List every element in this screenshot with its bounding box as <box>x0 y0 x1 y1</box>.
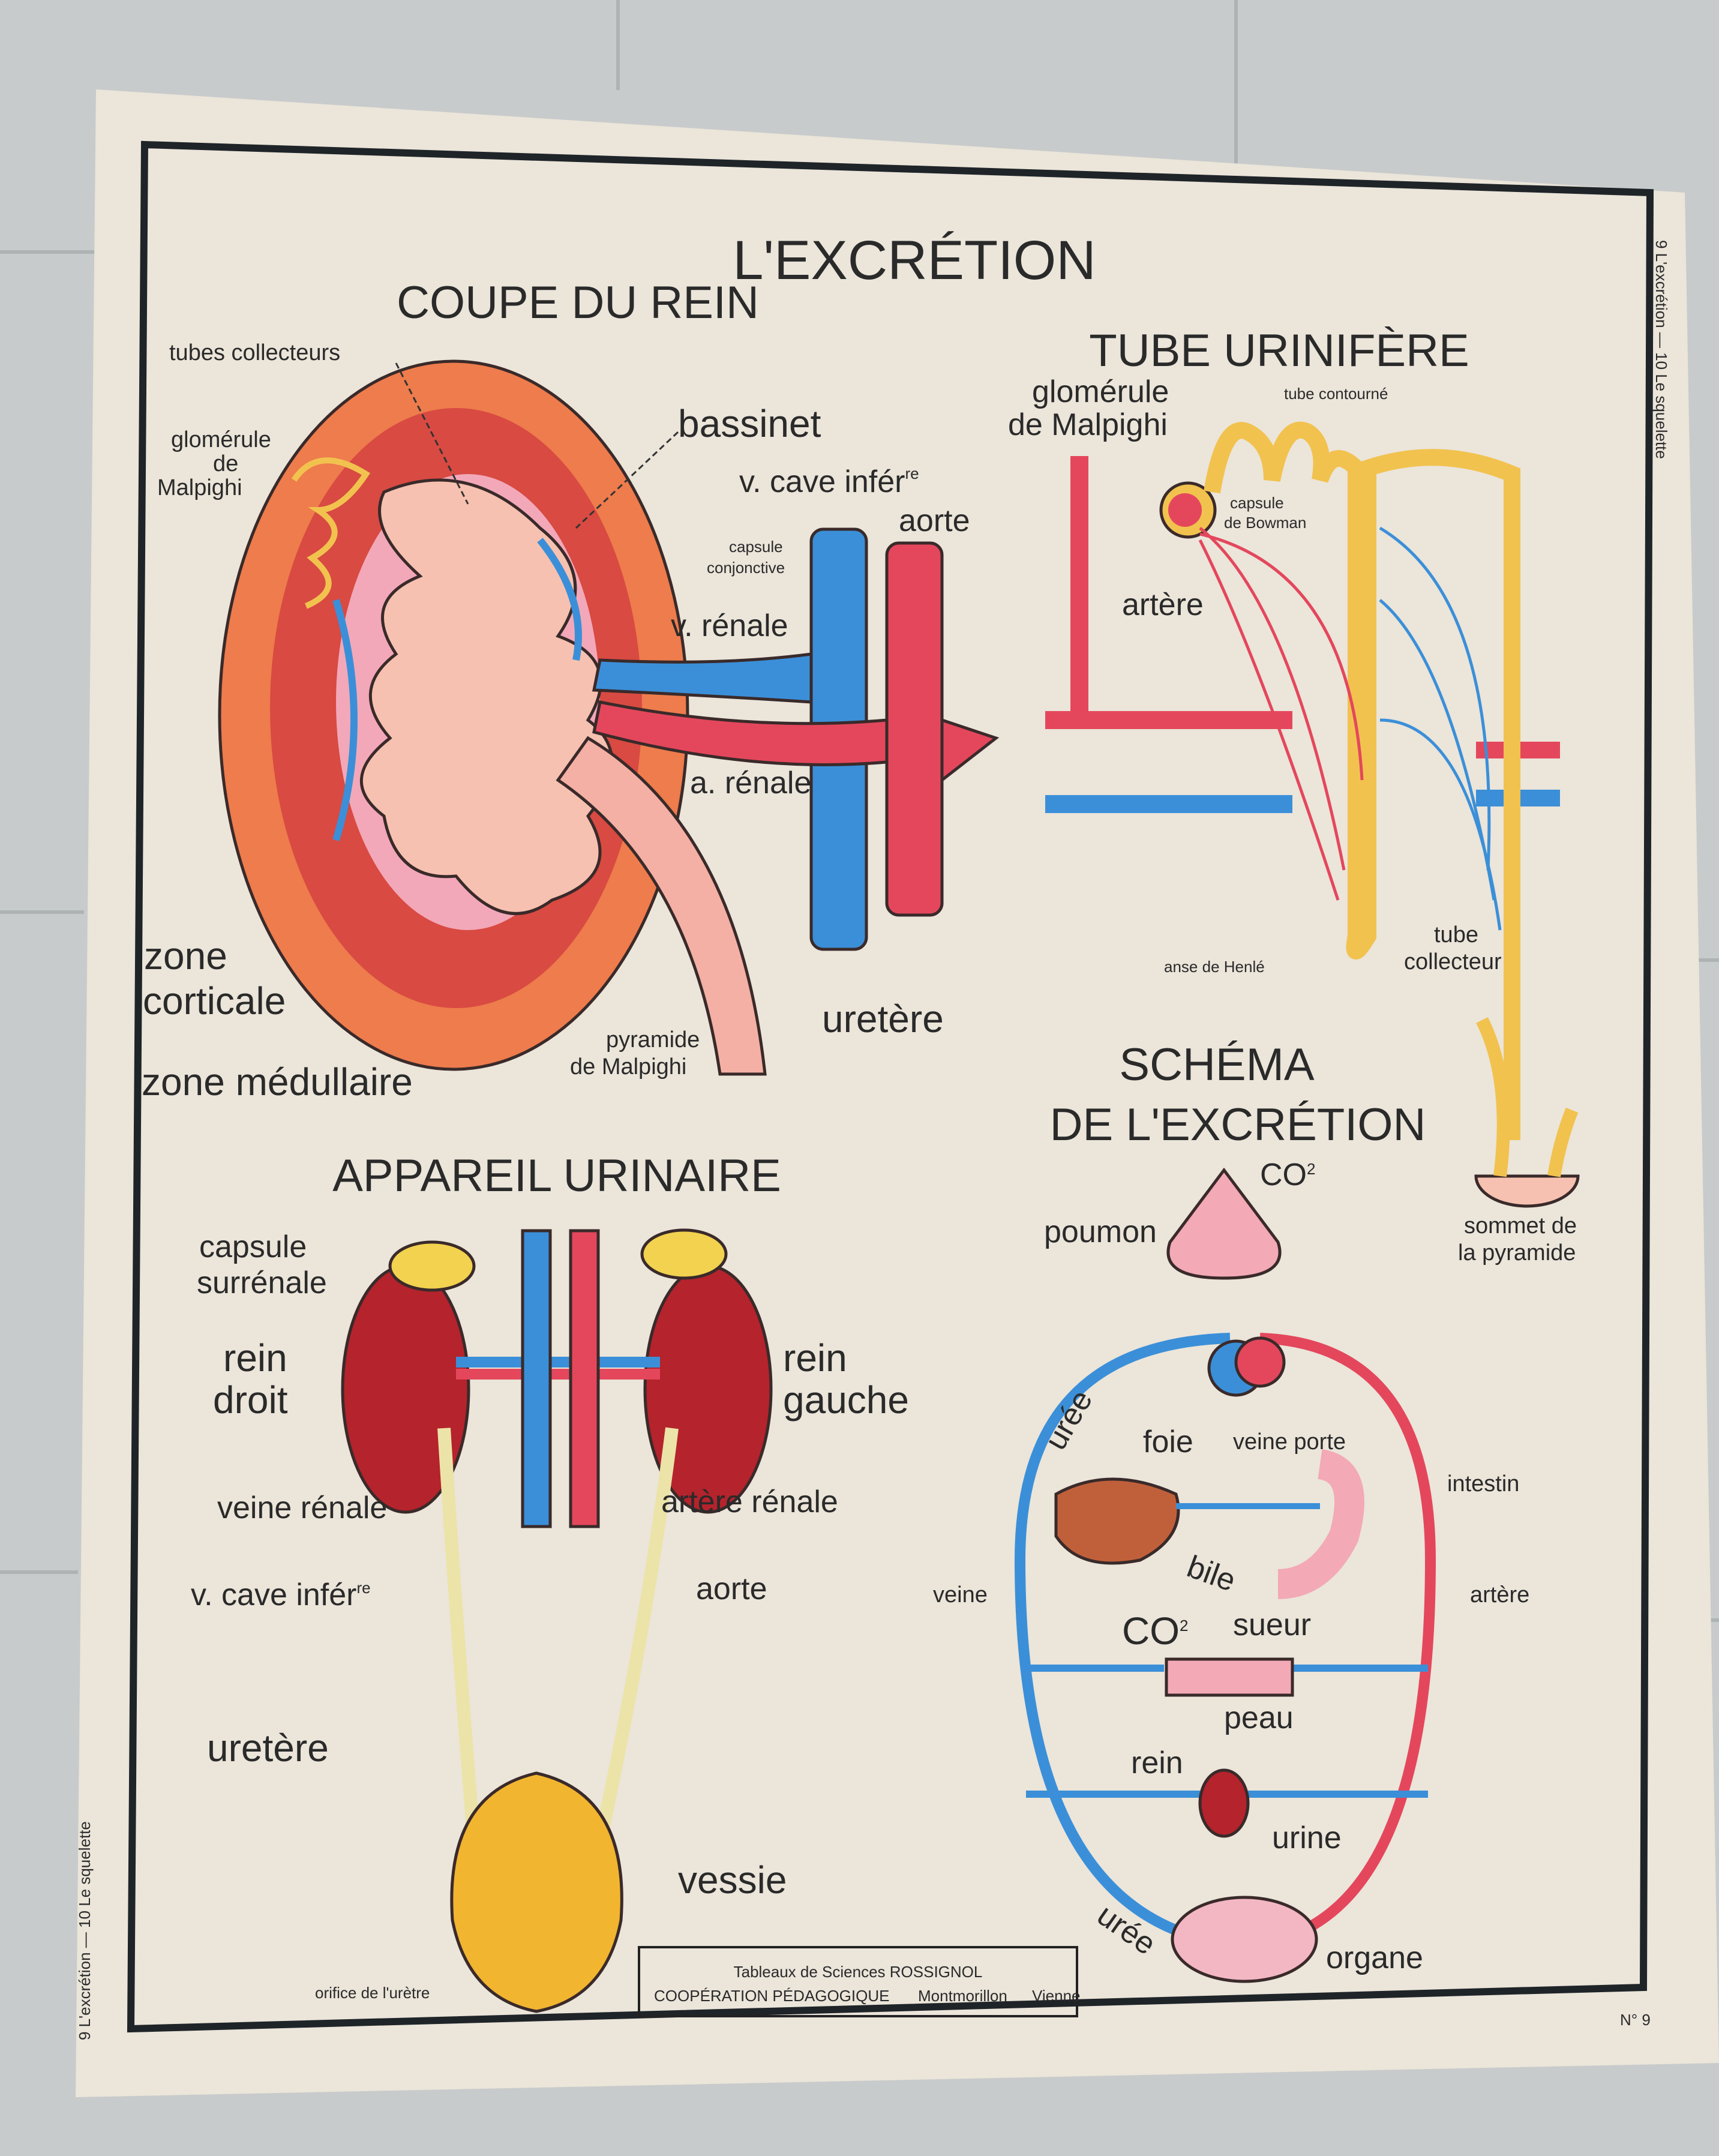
label-artere: artère <box>1122 587 1204 622</box>
label-capsule-bowman: de Bowman <box>1224 514 1306 532</box>
label-foie: foie <box>1143 1425 1193 1459</box>
urinary-system-section: APPAREIL URINAIRE capsule surrénale rein… <box>191 1150 909 2013</box>
section-title: DE L'EXCRÉTION <box>1050 1099 1426 1150</box>
label-sommet-pyramide: sommet de <box>1464 1213 1577 1239</box>
label-sueur: sueur <box>1233 1608 1311 1642</box>
artery-circuit <box>1259 1333 1436 1944</box>
intestine <box>1277 1449 1364 1599</box>
label-uretere: uretère <box>822 997 944 1040</box>
glomerulus-tube <box>291 457 371 609</box>
label-tube-collecteur: tube <box>1434 922 1478 947</box>
poster-number: N° 9 <box>1620 2011 1651 2029</box>
publisher-region: Vienne <box>1032 1987 1081 2005</box>
label-tubes-collecteurs: tubes collecteurs <box>169 340 340 365</box>
margin-text-left: 9 L'excrétion — 10 Le squelette <box>76 1821 94 2040</box>
adrenal-gland <box>640 1228 728 1280</box>
renal-artery <box>592 700 889 766</box>
label-capsule-conjonctive: conjonctive <box>707 559 785 577</box>
label-pyramide: pyramide <box>606 1027 700 1052</box>
section-title: TUBE URINIFÈRE <box>1089 325 1469 376</box>
skin <box>1165 1657 1294 1697</box>
label-veine-porte: veine porte <box>1233 1429 1346 1455</box>
poster-frame <box>127 140 1654 2033</box>
label-glomerule: glomérule <box>171 427 271 452</box>
label-zone-medullaire: zone médullaire <box>142 1060 413 1104</box>
label-capsule-conjonctive: capsule <box>729 538 783 556</box>
label-aorte: aorte <box>696 1572 767 1606</box>
label-orifice-uretre: orifice de l'urètre <box>315 1984 430 2002</box>
label-glomerule: de <box>213 451 238 476</box>
label-a-renale: a. rénale <box>690 766 811 800</box>
nephron-section: TUBE URINIFÈRE glomérule de Malpighi tub… <box>1008 325 1580 1266</box>
label-co2: CO2 <box>1260 1158 1315 1192</box>
label-bassinet: bassinet <box>678 402 821 445</box>
label-glomerule: de Malpighi <box>1008 407 1168 442</box>
section-title: SCHÉMA <box>1119 1039 1314 1090</box>
label-veine: veine <box>933 1582 988 1608</box>
label-tube-collecteur: collecteur <box>1404 949 1502 974</box>
publisher-city: Montmorillon <box>918 1987 1007 2005</box>
label-rein-droit: droit <box>213 1378 288 1422</box>
pyramid-summit <box>1474 1174 1580 1208</box>
label-poumon: poumon <box>1044 1215 1157 1249</box>
vena-cava <box>521 1229 552 1528</box>
ureter-tube <box>556 736 767 1076</box>
publisher-line: COOPÉRATION PÉDAGOGIQUE <box>654 1987 889 2005</box>
label-veine-renale: veine rénale <box>217 1491 387 1525</box>
label-uretere: uretère <box>207 1726 329 1770</box>
aorta <box>885 541 944 917</box>
ureters <box>437 1427 679 1844</box>
label-capsule-surrenale: capsule <box>199 1230 307 1264</box>
label-anse-henle: anse de Henlé <box>1164 958 1265 976</box>
label-zone-corticale: corticale <box>143 979 286 1022</box>
vein-circuit <box>1014 1333 1231 1944</box>
small-kidney <box>1198 1768 1250 1838</box>
label-rein-gauche: gauche <box>783 1378 909 1422</box>
label-glomerule: Malpighi <box>157 475 242 500</box>
label-artere-renale: artère rénale <box>661 1485 838 1519</box>
label-rein-gauche: rein <box>783 1336 847 1380</box>
label-peau: peau <box>1224 1701 1294 1735</box>
label-zone-corticale: zone <box>144 934 227 977</box>
label-rein: rein <box>1131 1746 1183 1780</box>
label-urine: urine <box>1272 1821 1342 1855</box>
label-sommet-pyramide: la pyramide <box>1458 1240 1576 1266</box>
label-v-cave: v. cave inférre <box>191 1578 371 1612</box>
publisher-name: Tableaux de Sciences ROSSIGNOL <box>734 1963 983 1981</box>
label-v-renale: v. rénale <box>671 608 788 643</box>
adrenal-gland <box>388 1240 476 1292</box>
kidney-section: COUPE DU REIN tubes collecteurs glomérul… <box>142 277 1000 1104</box>
label-capsule-bowman: capsule <box>1230 494 1284 512</box>
excretion-schema-section: SCHÉMA DE L'EXCRÉTION CO2 poumon urée fo… <box>933 1039 1529 1983</box>
bladder <box>450 1771 623 2013</box>
section-title: APPAREIL URINAIRE <box>332 1150 781 1201</box>
aorta <box>569 1229 600 1528</box>
margin-text-right: 9 L'excrétion — 10 Le squelette <box>1652 240 1670 459</box>
label-intestin: intestin <box>1447 1471 1519 1497</box>
label-rein-droit: rein <box>223 1336 287 1380</box>
label-pyramide: de Malpighi <box>570 1054 686 1080</box>
renal-pelvis <box>360 478 614 915</box>
label-tube-contourne: tube contourné <box>1284 385 1388 403</box>
label-co2-skin: CO2 <box>1122 1609 1188 1653</box>
publisher-box: Tableaux de Sciences ROSSIGNOL COOPÉRATI… <box>638 1946 1081 2017</box>
label-glomerule: glomérule <box>1032 374 1169 409</box>
label-vessie: vessie <box>678 1858 787 1902</box>
label-artere: artère <box>1470 1582 1529 1608</box>
renal-vein <box>592 652 813 704</box>
label-capsule-surrenale: surrénale <box>197 1266 327 1300</box>
organ <box>1171 1896 1318 1983</box>
label-v-cave: v. cave inférre <box>739 464 919 499</box>
section-title: COUPE DU REIN <box>397 277 759 328</box>
poster-title: L'EXCRÉTION <box>733 230 1096 291</box>
liver <box>1054 1477 1180 1565</box>
label-aorte: aorte <box>899 503 970 538</box>
label-organe: organe <box>1326 1941 1423 1975</box>
lung <box>1166 1167 1282 1280</box>
